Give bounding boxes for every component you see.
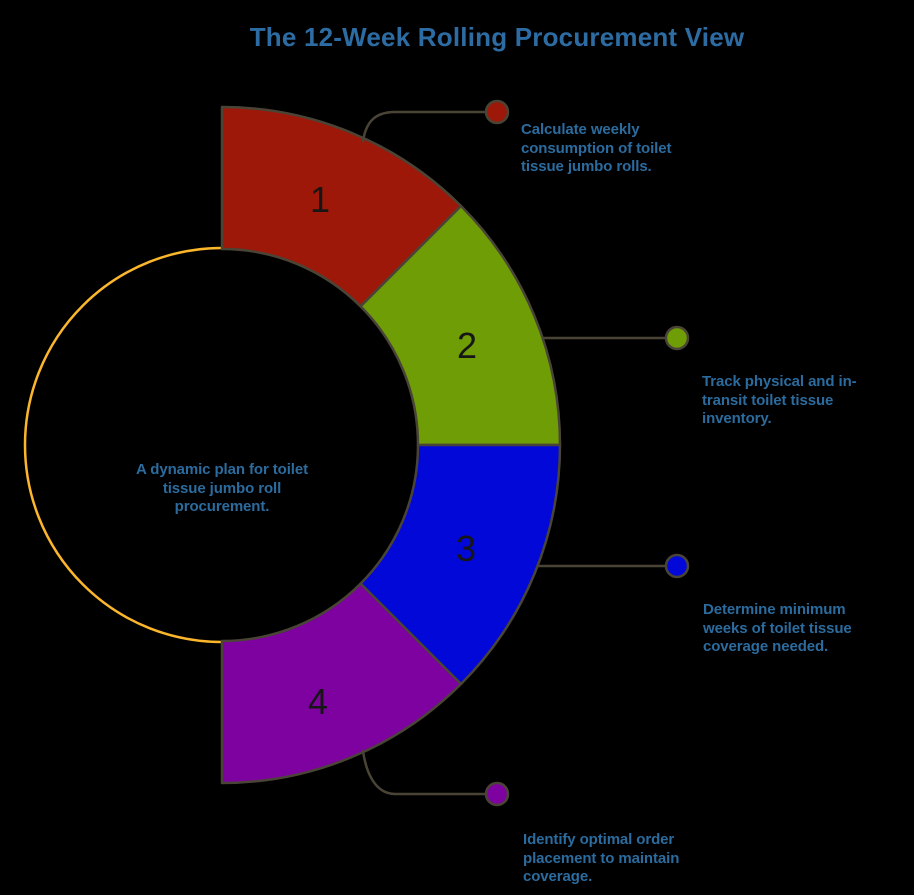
center-caption: A dynamic plan for toilet tissue jumbo r… bbox=[122, 461, 322, 517]
step-1-description-line: Calculate weekly bbox=[521, 121, 640, 138]
segment-4-arc bbox=[220, 582, 463, 785]
step-1-marker-dot bbox=[484, 99, 510, 125]
step-4-description-line: placement to maintain bbox=[523, 849, 680, 867]
segment-3-number: 3 bbox=[455, 528, 477, 569]
step-1-description-line: tissue jumbo rolls. bbox=[521, 158, 652, 175]
donut-group bbox=[220, 99, 690, 807]
step-2-description-line: transit toilet tissue bbox=[702, 391, 834, 409]
step-3-marker-dot bbox=[664, 553, 690, 579]
step-3-description-line: coverage needed. bbox=[703, 638, 829, 655]
center-caption-line: tissue jumbo roll bbox=[162, 479, 282, 497]
step-1-description-line: consumption of toilet bbox=[521, 139, 672, 157]
center-caption-line: A dynamic plan for toilet bbox=[136, 461, 308, 478]
step-2-description-line: Track physical and in- bbox=[702, 373, 857, 390]
step-4-connector-line bbox=[361, 749, 487, 796]
segment-2-number: 2 bbox=[456, 325, 478, 366]
step-1-description: Calculate weekly consumption of toilet t… bbox=[521, 121, 701, 177]
step-4-description-line: Identify optimal order bbox=[523, 831, 675, 848]
step-2-marker-dot bbox=[664, 325, 690, 351]
step-2-description-line: inventory. bbox=[702, 410, 772, 427]
step-3-description-line: weeks of toilet tissue bbox=[703, 619, 852, 637]
step-1-connector-line bbox=[361, 110, 487, 143]
segment-4-number: 4 bbox=[307, 681, 329, 722]
step-2-description: Track physical and in- transit toilet ti… bbox=[702, 373, 882, 429]
step-4-marker-dot bbox=[484, 781, 510, 807]
page-title: The 12-Week Rolling Procurement View bbox=[249, 22, 745, 52]
step-3-description-line: Determine minimum bbox=[703, 601, 846, 618]
segment-1-number: 1 bbox=[309, 179, 331, 220]
center-caption-line: procurement. bbox=[174, 498, 270, 515]
step-4-description-line: coverage. bbox=[523, 868, 593, 885]
step-3-description: Determine minimum weeks of toilet tissue… bbox=[703, 601, 883, 657]
step-4-description: Identify optimal order placement to main… bbox=[523, 831, 708, 887]
